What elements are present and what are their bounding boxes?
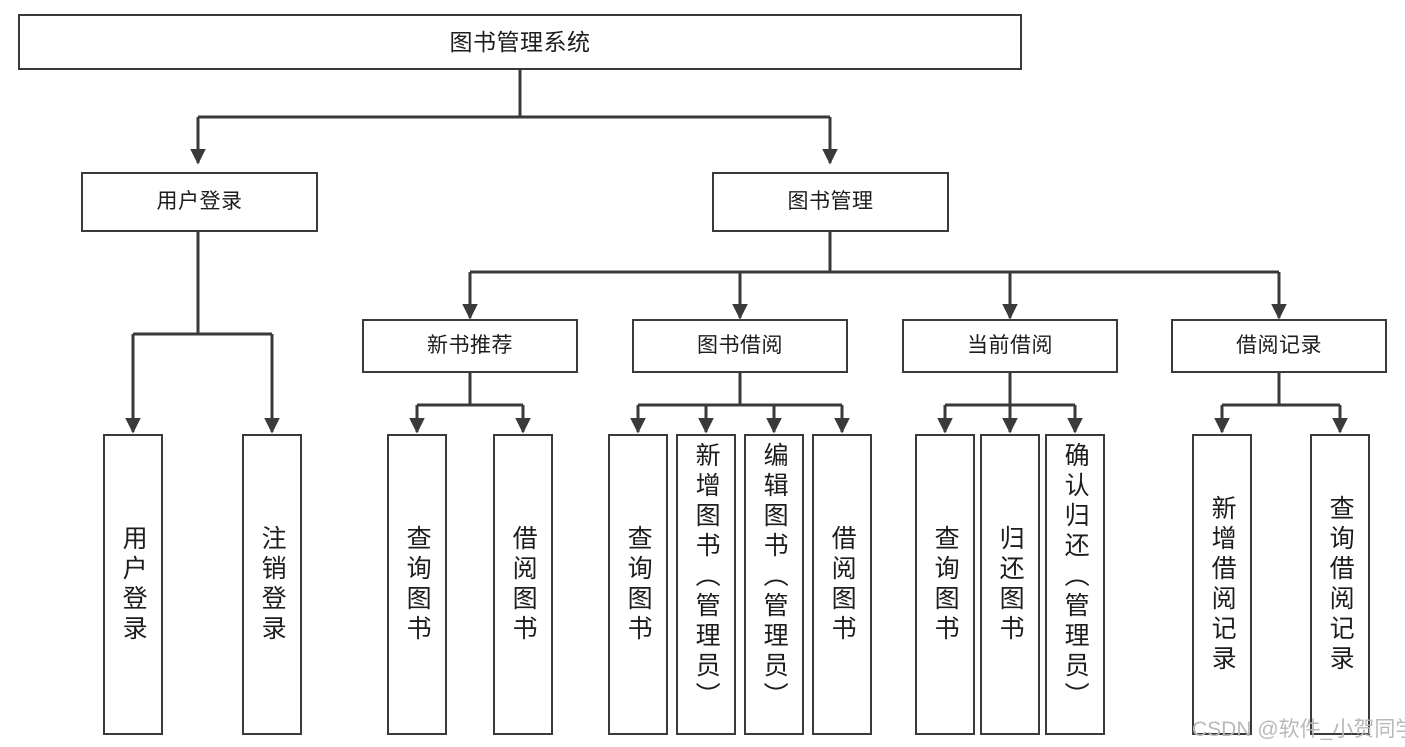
node-leaf-query-record-label: 查询借阅记录 bbox=[1326, 494, 1355, 675]
node-leaf-query-book-2[interactable]: 查询图书 bbox=[608, 434, 668, 735]
node-leaf-return-book-label: 归还图书 bbox=[996, 524, 1025, 645]
node-current-borrow-label: 当前借阅 bbox=[967, 333, 1053, 357]
node-new-book-recommend[interactable]: 新书推荐 bbox=[362, 319, 578, 373]
node-leaf-add-book-label: 新增图书（管理员） bbox=[692, 442, 721, 712]
node-leaf-borrow-book-1-label: 借阅图书 bbox=[509, 524, 538, 645]
node-root[interactable]: 图书管理系统 bbox=[18, 14, 1022, 70]
node-user-login[interactable]: 用户登录 bbox=[81, 172, 318, 232]
node-new-book-recommend-label: 新书推荐 bbox=[427, 333, 513, 357]
node-leaf-query-book-1[interactable]: 查询图书 bbox=[387, 434, 447, 735]
node-book-borrow-label: 图书借阅 bbox=[697, 333, 783, 357]
node-leaf-borrow-book-1[interactable]: 借阅图书 bbox=[493, 434, 553, 735]
node-leaf-query-book-3[interactable]: 查询图书 bbox=[915, 434, 975, 735]
node-leaf-add-book[interactable]: 新增图书（管理员） bbox=[676, 434, 736, 735]
node-leaf-borrow-book-2[interactable]: 借阅图书 bbox=[812, 434, 872, 735]
node-leaf-edit-book[interactable]: 编辑图书（管理员） bbox=[744, 434, 804, 735]
node-leaf-add-record[interactable]: 新增借阅记录 bbox=[1192, 434, 1252, 735]
node-leaf-return-book[interactable]: 归还图书 bbox=[980, 434, 1040, 735]
node-user-login-label: 用户登录 bbox=[156, 189, 243, 213]
node-leaf-query-book-2-label: 查询图书 bbox=[624, 524, 653, 645]
node-root-label: 图书管理系统 bbox=[449, 28, 591, 55]
node-leaf-user-login[interactable]: 用户登录 bbox=[103, 434, 163, 735]
node-leaf-query-record[interactable]: 查询借阅记录 bbox=[1310, 434, 1370, 735]
node-leaf-confirm-return[interactable]: 确认归还（管理员） bbox=[1045, 434, 1105, 735]
node-leaf-query-book-3-label: 查询图书 bbox=[931, 524, 960, 645]
node-current-borrow[interactable]: 当前借阅 bbox=[902, 319, 1118, 373]
node-leaf-add-record-label: 新增借阅记录 bbox=[1208, 494, 1237, 675]
node-book-borrow[interactable]: 图书借阅 bbox=[632, 319, 848, 373]
watermark: CSDN @软件_小贺同学 bbox=[1192, 718, 1405, 741]
node-book-management[interactable]: 图书管理 bbox=[712, 172, 949, 232]
node-borrow-record-label: 借阅记录 bbox=[1236, 333, 1322, 357]
node-leaf-query-book-1-label: 查询图书 bbox=[403, 524, 432, 645]
node-leaf-borrow-book-2-label: 借阅图书 bbox=[828, 524, 857, 645]
node-leaf-user-logout-label: 注销登录 bbox=[258, 524, 287, 645]
node-borrow-record[interactable]: 借阅记录 bbox=[1171, 319, 1387, 373]
node-leaf-edit-book-label: 编辑图书（管理员） bbox=[760, 442, 789, 712]
node-leaf-user-logout[interactable]: 注销登录 bbox=[242, 434, 302, 735]
node-leaf-confirm-return-label: 确认归还（管理员） bbox=[1061, 442, 1090, 712]
node-book-management-label: 图书管理 bbox=[787, 189, 874, 213]
node-leaf-user-login-label: 用户登录 bbox=[119, 524, 148, 645]
